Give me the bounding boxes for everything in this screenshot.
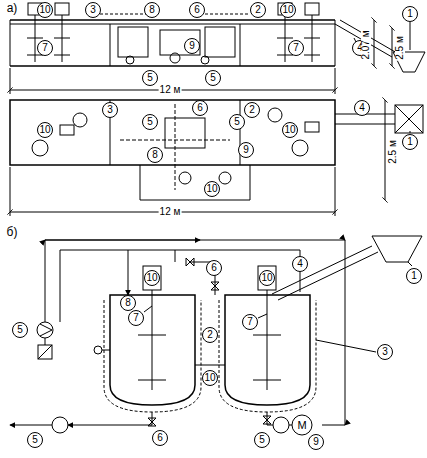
callout-number: 8 [120, 295, 136, 311]
callout-number: 10 [282, 122, 298, 138]
callout-number: 9 [308, 434, 324, 450]
dimension-label: 12 м [159, 85, 182, 95]
callout-number: 1 [406, 268, 422, 284]
motor-symbol-letter: М [297, 420, 306, 431]
callout-number: 7 [37, 40, 53, 56]
elevation-view [10, 3, 425, 94]
callout-number: 10 [204, 181, 220, 197]
callout-number: 9 [238, 142, 254, 158]
callout-number: 3 [377, 344, 393, 360]
callout-number: 10 [259, 270, 275, 286]
callout-number: 3 [85, 2, 101, 18]
callout-number: 4 [292, 256, 308, 272]
callout-number: 5 [142, 114, 158, 130]
callout-number: 6 [192, 100, 208, 116]
callout-number: 6 [206, 260, 222, 276]
callout-number: 5 [27, 432, 43, 448]
callout-number: 1 [402, 134, 418, 150]
callout-number: 2 [244, 102, 260, 118]
callout-number: 6 [152, 430, 168, 446]
callout-number: 1 [402, 6, 418, 22]
dimension-label: 12 м [159, 207, 182, 217]
callout-number: 7 [242, 314, 258, 330]
callout-number: 10 [280, 2, 296, 18]
view-label: а) [6, 2, 19, 14]
callout-number: 10 [37, 122, 53, 138]
dimension-label: 2.07 м [361, 29, 371, 60]
callout-number: 8 [144, 2, 160, 18]
dimension-label: 2.5 м [388, 139, 398, 165]
callout-number: 10 [37, 2, 53, 18]
plan-view [10, 100, 423, 216]
callout-number: 5 [229, 114, 245, 130]
callout-number: 6 [189, 2, 205, 18]
callout-number: 5 [254, 432, 270, 448]
callout-number: 5 [205, 70, 221, 86]
callout-number: 8 [147, 147, 163, 163]
callout-number: 9 [184, 38, 200, 54]
callout-number: 5 [142, 70, 158, 86]
dimension-label: 2.5 м [395, 35, 405, 61]
callout-number: 10 [144, 270, 160, 286]
callout-number: 3 [102, 102, 118, 118]
callout-number: 2 [202, 327, 218, 343]
callout-number: 7 [128, 310, 144, 326]
callout-number: 5 [12, 322, 28, 338]
callout-number: 4 [354, 100, 370, 116]
process-scheme [10, 236, 422, 435]
callout-number: 2 [250, 2, 266, 18]
callout-number: 10 [202, 370, 218, 386]
view-label: б) [6, 226, 19, 238]
callout-number: 7 [288, 40, 304, 56]
